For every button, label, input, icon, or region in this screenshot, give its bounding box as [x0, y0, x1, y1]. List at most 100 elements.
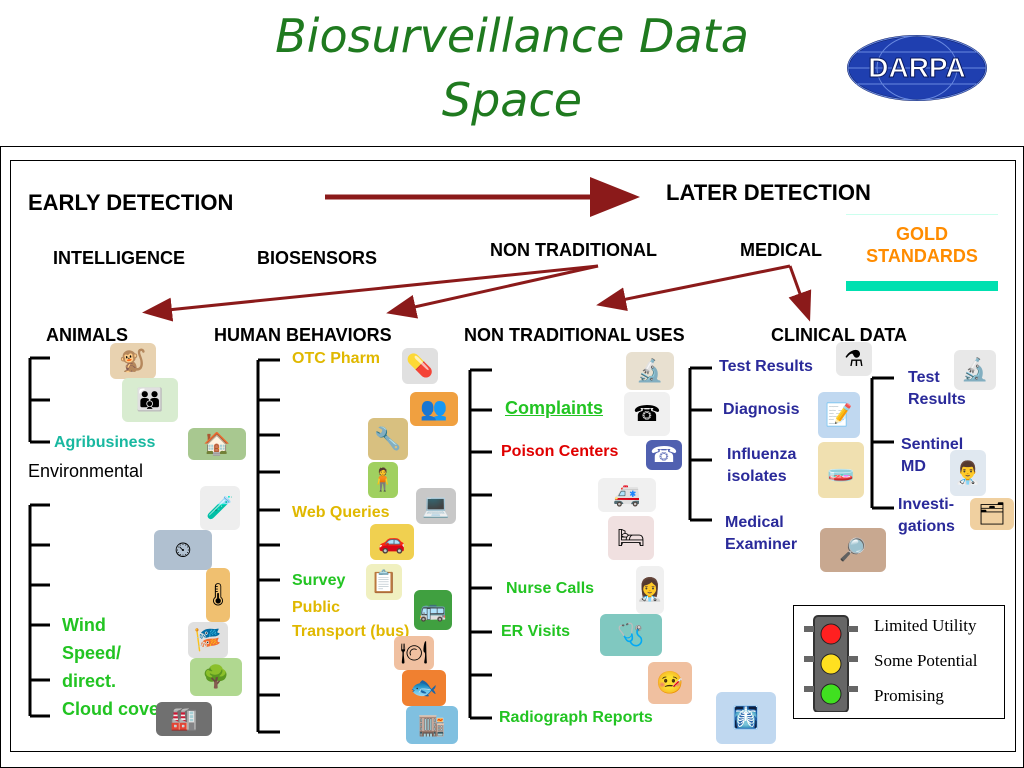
label-wind-line2: Speed/ — [62, 643, 122, 663]
microscope-icon: 🔬 — [954, 350, 996, 390]
inner-frame — [10, 160, 1016, 752]
stretcher-icon: 🛏 — [608, 516, 654, 560]
label-examiner-line2: Examiner — [725, 536, 798, 553]
green-light-icon — [820, 683, 842, 705]
shrub-icon: 🌳 — [190, 658, 242, 696]
petri-dish-icon: 🧫 — [818, 442, 864, 498]
label-environmental: Environmental — [28, 461, 144, 481]
telephone-icon: ☎ — [646, 440, 682, 470]
label-investigations: Investi- gations — [898, 494, 955, 538]
label-influenza-line1: Influenza — [727, 446, 797, 463]
animals-bracket-top — [28, 356, 50, 444]
yellow-light-icon — [820, 653, 842, 675]
surgeons-icon: 🩺 — [600, 614, 662, 656]
page-title-line1: Biosurveillance Data — [275, 9, 749, 63]
diner-icon: 🍽 — [394, 636, 434, 670]
label-otc-pharm: OTC Pharm — [292, 350, 381, 367]
svg-text:DARPA: DARPA — [868, 52, 965, 83]
medical-to-clinical-arrow — [788, 265, 812, 322]
label-web-queries: Web Queries — [292, 504, 390, 521]
nurse-icon: 👩‍⚕ — [636, 566, 664, 614]
pill-bottle-icon: 💊 — [402, 348, 438, 384]
label-public: Public — [292, 599, 341, 616]
darpa-logo: DARPA — [846, 34, 988, 102]
label-invest-line1: Investi- — [898, 496, 955, 513]
label-er-visits: ER Visits — [501, 623, 571, 640]
early-detection-header: EARLY DETECTION — [28, 190, 234, 215]
source-non-traditional: NON TRADITIONAL — [490, 240, 657, 260]
legend-limited: Limited Utility — [874, 616, 977, 635]
bus-icon: 🚌 — [414, 590, 452, 630]
factory-icon: 🏭 — [156, 702, 212, 736]
doctor-writing-icon: 📝 — [818, 392, 860, 438]
label-sentinel-line1: Sentinel — [901, 436, 964, 453]
ntu-bracket — [468, 368, 492, 720]
animals-bracket-bottom — [28, 503, 50, 718]
gauge-icon: ⏲ — [154, 530, 212, 570]
red-light-icon — [820, 623, 842, 645]
label-influenza-isolates: Influenza isolates — [727, 444, 796, 488]
label-agribusiness: Agribusiness — [54, 434, 156, 451]
source-biosensors: BIOSENSORS — [257, 248, 378, 268]
darpa-globe-icon: DARPA — [847, 35, 987, 101]
examiners-icon: 🔎 — [820, 528, 886, 572]
gold-standards-line2: STANDARDS — [866, 246, 978, 266]
label-wind-line4: Cloud cover — [62, 699, 167, 719]
legend-box: Limited Utility Some Potential Promising — [793, 605, 1005, 719]
label-examiner-line1: Medical — [725, 514, 784, 531]
label-invest-line2: gations — [898, 518, 955, 535]
label-poison-centers: Poison Centers — [501, 443, 619, 460]
label-complaints: Complaints — [505, 398, 604, 418]
person-icon: 🧍 — [368, 462, 398, 498]
survey-clipboard-icon: 📋 — [366, 564, 402, 600]
label-medical-examiner: Medical Examiner — [725, 512, 797, 556]
later-detection-header: LATER DETECTION — [666, 180, 871, 205]
label-gold-test-results: Test Results — [908, 367, 966, 411]
doctor-icon: 👨‍⚕ — [950, 450, 986, 496]
gold-standards-bar — [846, 281, 998, 291]
category-clinical-data: CLINICAL DATA — [771, 325, 907, 345]
scientist-icon: 🧪 — [200, 486, 240, 530]
investigator-desk-icon: 🗂 — [970, 498, 1014, 530]
gold-bracket — [870, 376, 894, 510]
family-zoo-icon: 👪 — [122, 378, 178, 422]
traffic-jam-icon: 🚗 — [370, 524, 414, 560]
label-influenza-line2: isolates — [727, 468, 787, 485]
label-diagnosis: Diagnosis — [723, 401, 800, 418]
phone-caller-icon: ☎ — [624, 392, 670, 436]
traffic-light-icon — [804, 615, 858, 712]
label-survey: Survey — [292, 572, 346, 589]
thermometer-icon: 🌡 — [204, 568, 232, 622]
human-bracket — [256, 358, 280, 734]
gold-standards-box: GOLD STANDARDS — [846, 214, 998, 291]
category-non-traditional-uses: NON TRADITIONAL USES — [464, 325, 685, 345]
xray-viewer-icon: 🩻 — [716, 692, 776, 744]
crowd-icon: 👥 — [410, 392, 458, 426]
legend-some-potential: Some Potential — [874, 651, 978, 670]
source-intelligence: INTELLIGENCE — [53, 248, 186, 268]
computer-user-icon: 💻 — [416, 488, 456, 524]
label-sentinel-line2: MD — [901, 458, 926, 475]
ambulance-icon: 🚑 — [598, 478, 656, 512]
source-medical: MEDICAL — [740, 240, 822, 260]
label-wind-line1: Wind — [62, 615, 106, 635]
clinical-bracket — [688, 366, 712, 522]
label-nurse-calls: Nurse Calls — [506, 580, 595, 597]
category-animals: ANIMALS — [46, 325, 128, 345]
page-title-line2: Space — [441, 73, 583, 127]
label-wind-line3: direct. — [62, 671, 117, 691]
lab-workers-icon: 🔬 — [626, 352, 674, 390]
label-gold-test-line1: Test — [908, 369, 940, 386]
label-transport: Transport (bus) — [292, 623, 410, 640]
fish-icon: 🐟 — [402, 670, 446, 706]
flask-icon: ⚗ — [836, 342, 872, 376]
category-human-behaviors: HUMAN BEHAVIORS — [214, 325, 392, 345]
nt-to-human-arrow — [386, 264, 599, 319]
patient-icon: 🤒 — [648, 662, 692, 704]
monkey-icon: 🐒 — [110, 343, 156, 379]
mall-icon: 🏬 — [406, 706, 458, 744]
medical-to-ntu-arrow — [596, 264, 791, 312]
gold-standards-line1: GOLD — [896, 224, 948, 244]
nt-to-animals-arrow — [142, 264, 599, 322]
